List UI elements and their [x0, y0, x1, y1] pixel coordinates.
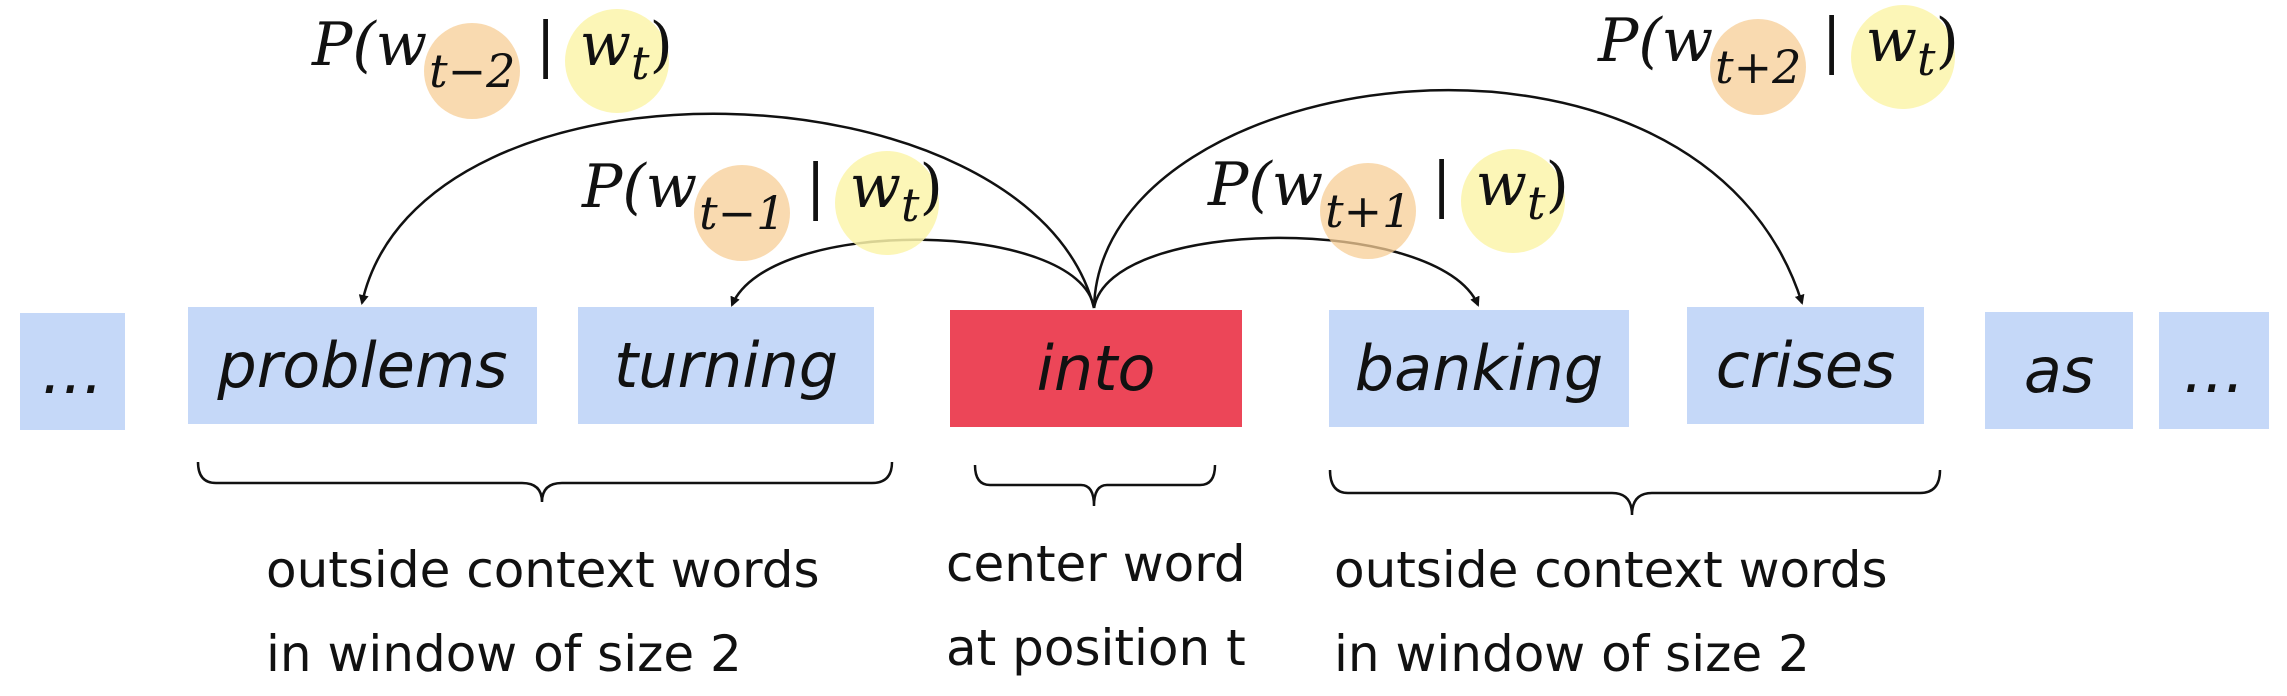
word-as: as	[1985, 312, 2133, 429]
formula-given: w	[579, 10, 632, 80]
word-crises: crises	[1687, 307, 1924, 424]
caption-line: center word	[946, 535, 1246, 593]
formula-given-subscript: t	[631, 36, 650, 90]
caption-line: at position t	[946, 619, 1246, 677]
formula-subscript: t−1	[699, 186, 786, 240]
formula-given-subscript: t	[1527, 176, 1546, 230]
word-banking: banking	[1329, 310, 1629, 427]
formula-suffix: )	[1935, 6, 1959, 76]
word-problems: problems	[188, 307, 537, 424]
formula-subscript: t+2	[1715, 40, 1802, 94]
formula-p-t-plus-1: P(w t+1 | wt )	[1208, 149, 1569, 259]
brace-left	[196, 461, 894, 503]
caption-line: outside context words	[1334, 541, 1888, 599]
word-turning: turning	[578, 307, 874, 424]
formula-p-t-minus-1: P(w t−1 | wt )	[582, 151, 943, 261]
caption-left-context: outside context words in window of size …	[266, 528, 820, 696]
formula-suffix: )	[1545, 150, 1569, 220]
brace-center	[973, 464, 1217, 507]
formula-suffix: )	[919, 152, 943, 222]
formula-prefix: P(w	[1208, 150, 1324, 220]
word-ellipsis-left: …	[20, 313, 125, 430]
formula-prefix: P(w	[582, 152, 698, 222]
formula-p-t-plus-2: P(w t+2 | wt )	[1598, 5, 1959, 115]
formula-subscript: t−2	[429, 44, 516, 98]
formula-given: w	[1865, 6, 1918, 76]
formula-subscript: t+1	[1325, 184, 1412, 238]
formula-prefix: P(w	[1598, 6, 1714, 76]
caption-line: in window of size 2	[1334, 625, 1810, 683]
formula-given-subscript: t	[901, 178, 920, 232]
formula-given: w	[1475, 150, 1528, 220]
formula-p-t-minus-2: P(w t−2 | wt )	[312, 9, 673, 119]
formula-given: w	[849, 152, 902, 222]
caption-right-context: outside context words in window of size …	[1334, 528, 1888, 696]
formula-given-subscript: t	[1917, 32, 1936, 86]
formula-suffix: )	[649, 10, 673, 80]
arrow-to-banking	[1092, 236, 1480, 309]
caption-center-word: center word at position t	[946, 522, 1246, 690]
formula-prefix: P(w	[312, 10, 428, 80]
arrow-to-crises	[1092, 88, 1805, 309]
word-ellipsis-right: …	[2159, 312, 2269, 429]
caption-line: outside context words	[266, 541, 820, 599]
caption-line: in window of size 2	[266, 625, 742, 683]
brace-right	[1328, 469, 1942, 516]
arrow-to-turning	[730, 238, 1096, 309]
word-into: into	[950, 310, 1242, 427]
arrow-to-problems	[358, 112, 1096, 309]
